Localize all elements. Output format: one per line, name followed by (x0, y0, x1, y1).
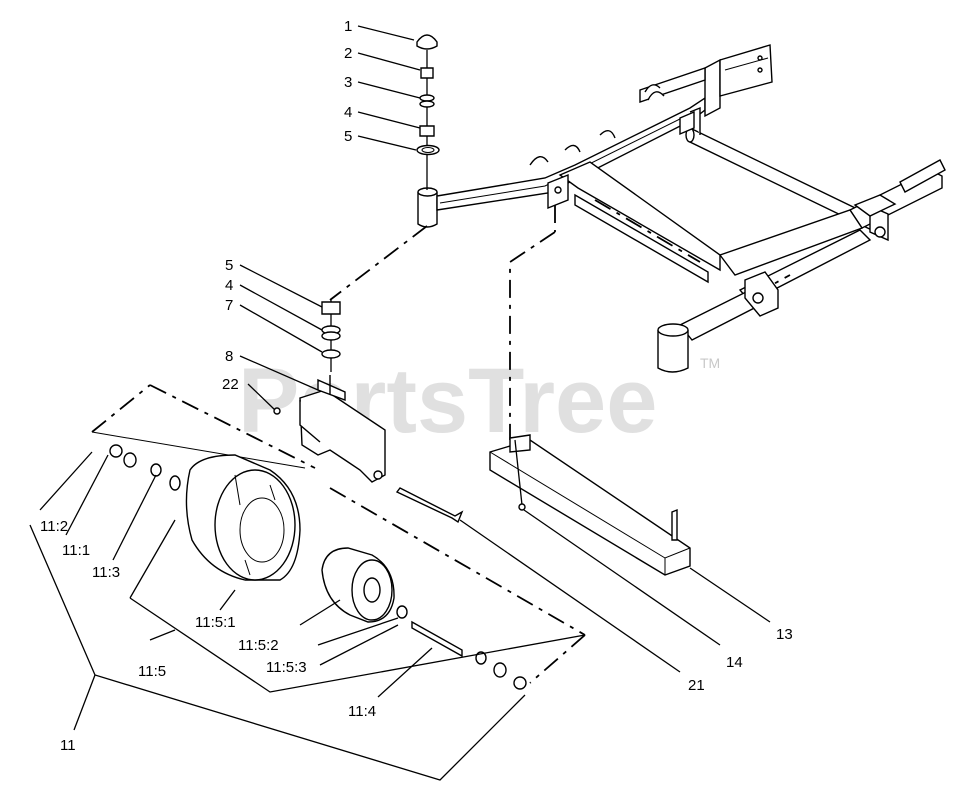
watermark-trademark: TM (700, 355, 720, 371)
callout-7: 7 (225, 297, 233, 314)
callout-11-5-3: 11:5:3 (266, 659, 307, 676)
callout-1: 1 (344, 18, 352, 35)
weight-assembly (489, 434, 691, 576)
callout-2: 2 (344, 45, 352, 62)
callout-11-1: 11:1 (62, 542, 90, 559)
callout-11-5-2: 11:5:2 (238, 637, 279, 654)
nut (420, 67, 434, 79)
caster-fork (273, 375, 464, 524)
kingpin-stack (321, 34, 440, 372)
callout-4-lower: 4 (225, 277, 233, 294)
callout-8: 8 (225, 348, 233, 365)
leader-lines (29, 25, 771, 781)
callout-11: 11 (60, 737, 76, 754)
callout-22: 22 (222, 376, 239, 393)
callout-11-5: 11:5 (138, 663, 166, 680)
callout-5-lower: 5 (225, 257, 233, 274)
callouts: 1 2 3 4 5 5 4 7 8 22 11:2 11:1 11:3 11:5… (40, 18, 793, 754)
callout-14: 14 (726, 654, 743, 671)
assembly-lines (91, 205, 586, 684)
callout-4: 4 (344, 104, 352, 121)
callout-11-3: 11:3 (92, 564, 120, 581)
callout-3: 3 (344, 74, 352, 91)
callout-11-4: 11:4 (348, 703, 376, 720)
dust-cap (416, 34, 438, 50)
frame-assembly (417, 44, 946, 373)
callout-13: 13 (776, 626, 793, 643)
callout-11-5-1: 11:5:1 (195, 614, 236, 631)
callout-21: 21 (688, 677, 705, 694)
wheel-assembly (109, 444, 527, 690)
callout-5: 5 (344, 128, 352, 145)
callout-11-2: 11:2 (40, 518, 68, 535)
